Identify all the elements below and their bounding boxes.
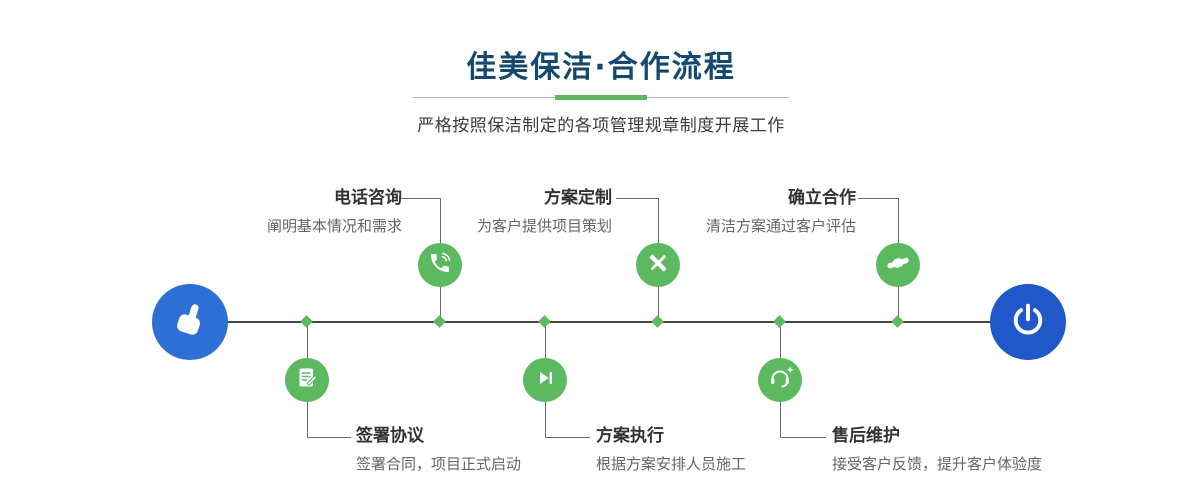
step-label: 签署协议 [356,426,424,446]
step-desc: 为客户提供项目策划 [476,217,612,235]
step-label: 电话咨询 [334,188,402,208]
step-establish-cooperation: 确立合作 清洁方案通过客户评估 [706,188,856,235]
step-label: 确立合作 [788,188,856,208]
hand-pointer-icon [171,301,209,343]
step-desc: 接受客户反馈，提升客户体验度 [832,455,1043,473]
page-subtitle: 严格按照保洁制定的各项管理规章制度开展工作 [417,116,785,136]
step-desc: 阐明基本情况和需求 [266,217,402,235]
step-phone-consult: 电话咨询 阐明基本情况和需求 [267,188,402,235]
step-desc: 签署合同，项目正式启动 [356,455,522,473]
pencil-ruler-icon [645,250,671,280]
timeline-line [190,321,1028,323]
timeline-node-diamond [651,315,664,328]
step-aftersales-maintenance: 售后维护 接受客户反馈，提升客户体验度 [832,426,1042,473]
step-node-plan [636,243,680,287]
connector-top-3-h [858,198,898,199]
power-icon [1010,302,1046,342]
page-title: 佳美保洁·合作流程 [466,50,736,85]
timeline-node-diamond [773,315,786,328]
handshake-icon [884,249,912,281]
connector-bottom-1-h [307,437,351,438]
step-label: 方案定制 [544,188,612,208]
phone-icon [428,251,452,279]
step-label: 售后维护 [832,426,900,446]
step-label: 方案执行 [596,426,664,446]
connector-top-1-h [400,198,440,199]
title-divider [413,94,789,100]
step-sign-agreement: 签署协议 签署合同，项目正式启动 [356,426,521,473]
timeline-node-diamond [300,315,313,328]
flow-start-node [152,284,228,360]
timeline-node-diamond [891,315,904,328]
connector-bottom-2-h [545,437,590,438]
headset-plus-icon [767,365,793,395]
connector-bottom-3-h [780,437,826,438]
step-node-agreement [285,358,329,402]
step-plan-execution: 方案执行 根据方案安排人员施工 [596,426,746,473]
step-desc: 根据方案安排人员施工 [596,455,747,473]
timeline-node-diamond [433,315,446,328]
step-desc: 清洁方案通过客户评估 [705,217,856,235]
step-plan-custom: 方案定制 为客户提供项目策划 [477,188,612,235]
step-node-cooperation [876,243,920,287]
divider-accent-green [555,95,647,100]
flow-end-node [990,284,1066,360]
step-node-aftersales [758,358,802,402]
play-next-icon [534,367,556,393]
step-node-phone [418,243,462,287]
timeline-node-diamond [538,315,551,328]
connector-top-2-h [616,198,658,199]
contract-pen-icon [295,366,319,394]
step-node-execution [523,358,567,402]
